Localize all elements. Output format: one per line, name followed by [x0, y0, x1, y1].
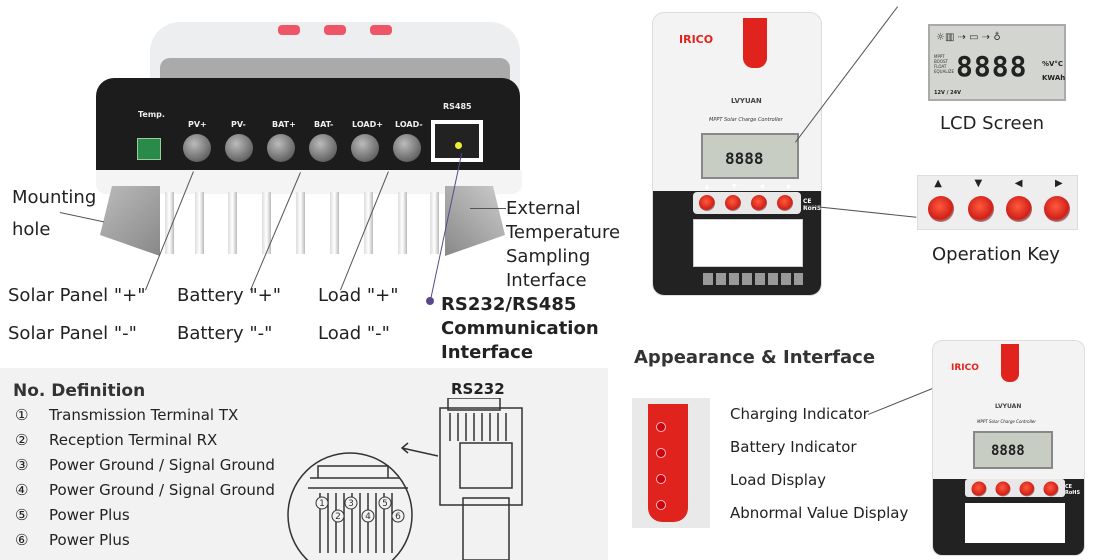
indicator-closeup: [632, 398, 710, 528]
pv-minus-port: [225, 134, 253, 162]
external-temp-label-3: Sampling: [506, 246, 591, 267]
model-text: MPPT Solar Charge Controller: [709, 117, 783, 123]
lcd-digits: 8888: [956, 50, 1028, 83]
key-right: [777, 195, 793, 211]
key-down: [725, 195, 741, 211]
comm-interface-label-3: Interface: [441, 342, 534, 363]
battery-indicator-label: Battery Indicator: [730, 438, 857, 456]
external-temp-label-4: Interface: [506, 270, 587, 291]
port-label-load-plus: LOAD+: [352, 120, 383, 129]
port-label-bat-minus: BAT-: [314, 120, 334, 129]
pin-label: 4: [365, 512, 371, 522]
key-left: [751, 195, 767, 211]
pv-plus-port: [183, 134, 211, 162]
small-lcd: 8888: [701, 133, 799, 179]
load-display-label: Load Display: [730, 471, 827, 489]
load-minus-port: [393, 134, 421, 162]
port-label-pv-plus: PV+: [188, 120, 207, 129]
controller-front-photo: IRICO LVYUAN MPPT Solar Charge Controlle…: [652, 12, 822, 296]
operation-keys-closeup: ▲▼◀▶: [917, 175, 1078, 230]
comm-interface-label-2: Communication: [441, 318, 599, 339]
temp-terminal: [137, 138, 161, 160]
temp-label: Temp.: [138, 110, 165, 119]
cert-mark: CE RoHS: [803, 198, 822, 212]
port-label-bat-plus: BAT+: [272, 120, 296, 129]
load-minus-label: Load "-": [318, 323, 390, 344]
load-plus-label: Load "+": [318, 285, 399, 306]
indicator-strip: [743, 18, 767, 68]
pin-label: 6: [395, 512, 401, 522]
charging-indicator-label: Charging Indicator: [730, 405, 869, 423]
port-label-load-minus: LOAD-: [395, 120, 423, 129]
mounting-hole-label: Mounting: [12, 187, 97, 208]
solar-minus-label: Solar Panel "-": [8, 323, 137, 344]
pin-label: 5: [382, 499, 388, 509]
key-up: [699, 195, 715, 211]
pin-label: 2: [335, 512, 341, 522]
lcd-screen-label: LCD Screen: [940, 113, 1045, 134]
rs485-label: RS485: [443, 102, 472, 111]
load-plus-port: [351, 134, 379, 162]
operation-key-label: Operation Key: [932, 244, 1060, 265]
abnormal-display-label: Abnormal Value Display: [730, 504, 909, 522]
controller-front-photo-2: IRICO LVYUAN MPPT Solar Charge Controlle…: [932, 340, 1085, 556]
battery-minus-label: Battery "-": [177, 323, 273, 344]
battery-plus-label: Battery "+": [177, 285, 281, 306]
appearance-title: Appearance & Interface: [634, 347, 876, 368]
mounting-hole-label-2: hole: [12, 219, 51, 240]
external-temp-label: External: [506, 198, 581, 219]
brand-logo: IRICO: [679, 33, 714, 46]
rs232-connector-diagram: 1 2 3 4 5 6: [287, 398, 523, 560]
solar-plus-label: Solar Panel "+": [8, 285, 146, 306]
pin-label: 3: [348, 499, 354, 509]
bat-plus-port: [267, 134, 295, 162]
comm-interface-label: RS232/RS485: [441, 294, 577, 315]
maker-logo: LVYUAN: [731, 97, 762, 105]
rs232-title: RS232: [451, 380, 505, 398]
port-label-pv-minus: PV-: [231, 120, 246, 129]
bat-minus-port: [309, 134, 337, 162]
controller-bottom-photo: Temp. PV+ PV- BAT+ BAT- LOAD+ LOAD- RS48…: [0, 0, 610, 365]
rs485-port: [431, 120, 483, 162]
pin-label: 1: [319, 499, 325, 509]
definition-header: No. Definition: [13, 381, 146, 401]
external-temp-label-2: Temperature: [506, 222, 621, 243]
